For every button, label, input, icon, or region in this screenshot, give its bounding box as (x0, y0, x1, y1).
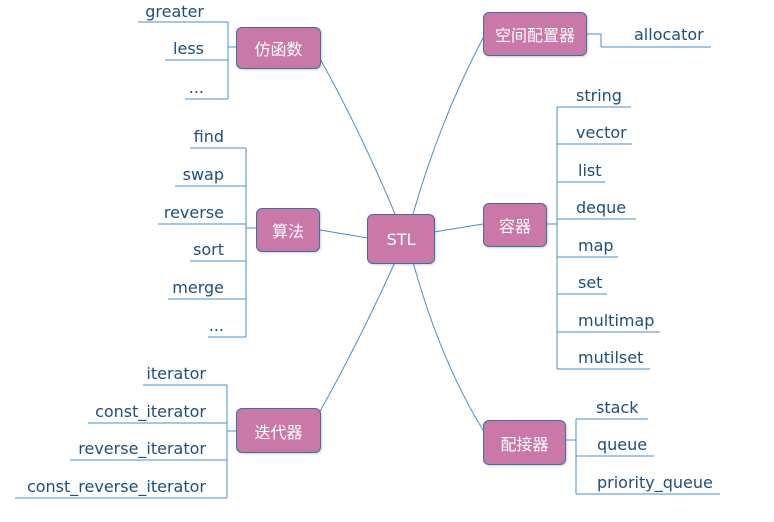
branch-node-iterator: 迭代器 (236, 408, 321, 453)
leaf-container-map: map (578, 236, 614, 255)
leaf-container-multimap: multimap (578, 311, 655, 330)
connector-stl-functor (317, 54, 396, 215)
connector-stl-container (433, 223, 484, 233)
leaf-functor-greater: greater (145, 2, 204, 21)
bracket-adapter (565, 418, 720, 495)
leaf-allocator-allocator: allocator (634, 25, 704, 44)
branch-node-algorithm: 算法 (256, 208, 320, 252)
bracket-algorithm (158, 147, 256, 338)
connector-stl-iterator (317, 261, 396, 416)
leaf-algorithm-swap: swap (182, 165, 224, 184)
leaf-iterator-const-iterator: const_iterator (95, 402, 206, 421)
leaf-iterator-const-reverse-iterator: const_reverse_iterator (26, 477, 206, 496)
leaf-container-mutilset: mutilset (578, 348, 644, 367)
leaf-container-string: string (576, 86, 622, 105)
leaf-algorithm-merge: merge (172, 278, 224, 297)
leaf-iterator-iterator: iterator (146, 364, 206, 383)
connector-stl-allocator (412, 37, 484, 215)
bracket-allocator (586, 33, 711, 48)
leaf-functor-less: less (173, 39, 204, 58)
bracket-functor (138, 21, 236, 100)
branch-node-allocator: 空间配置器 (483, 12, 587, 56)
leaf-algorithm-reverse: reverse (163, 203, 224, 222)
leaf-adapter-queue: queue (597, 435, 648, 454)
branch-node-adapter: 配接器 (483, 420, 566, 465)
leaf-container-deque: deque (576, 198, 627, 217)
bracket-iterator (15, 384, 236, 499)
connector-stl-adapter (412, 261, 484, 431)
leaf-iterator-reverse-iterator: reverse_iterator (78, 439, 206, 458)
leaf-container-vector: vector (576, 123, 627, 142)
leaf-container-set: set (578, 273, 603, 292)
branch-node-functor: 仿函数 (236, 27, 321, 69)
leaf-container-list: list (578, 161, 602, 180)
leaf-functor-ellipsis: ... (188, 78, 204, 97)
connector-stl-algorithm (319, 229, 369, 239)
center-node-stl: STL (367, 214, 435, 264)
leaf-adapter-priority-queue: priority_queue (597, 473, 713, 492)
leaf-algorithm-sort: sort (193, 240, 224, 259)
leaf-algorithm-find: find (193, 127, 224, 146)
branch-node-container: 容器 (483, 203, 547, 247)
leaf-algorithm-ellipsis: ... (208, 316, 224, 335)
leaf-adapter-stack: stack (596, 398, 639, 417)
bracket-container (547, 106, 660, 370)
